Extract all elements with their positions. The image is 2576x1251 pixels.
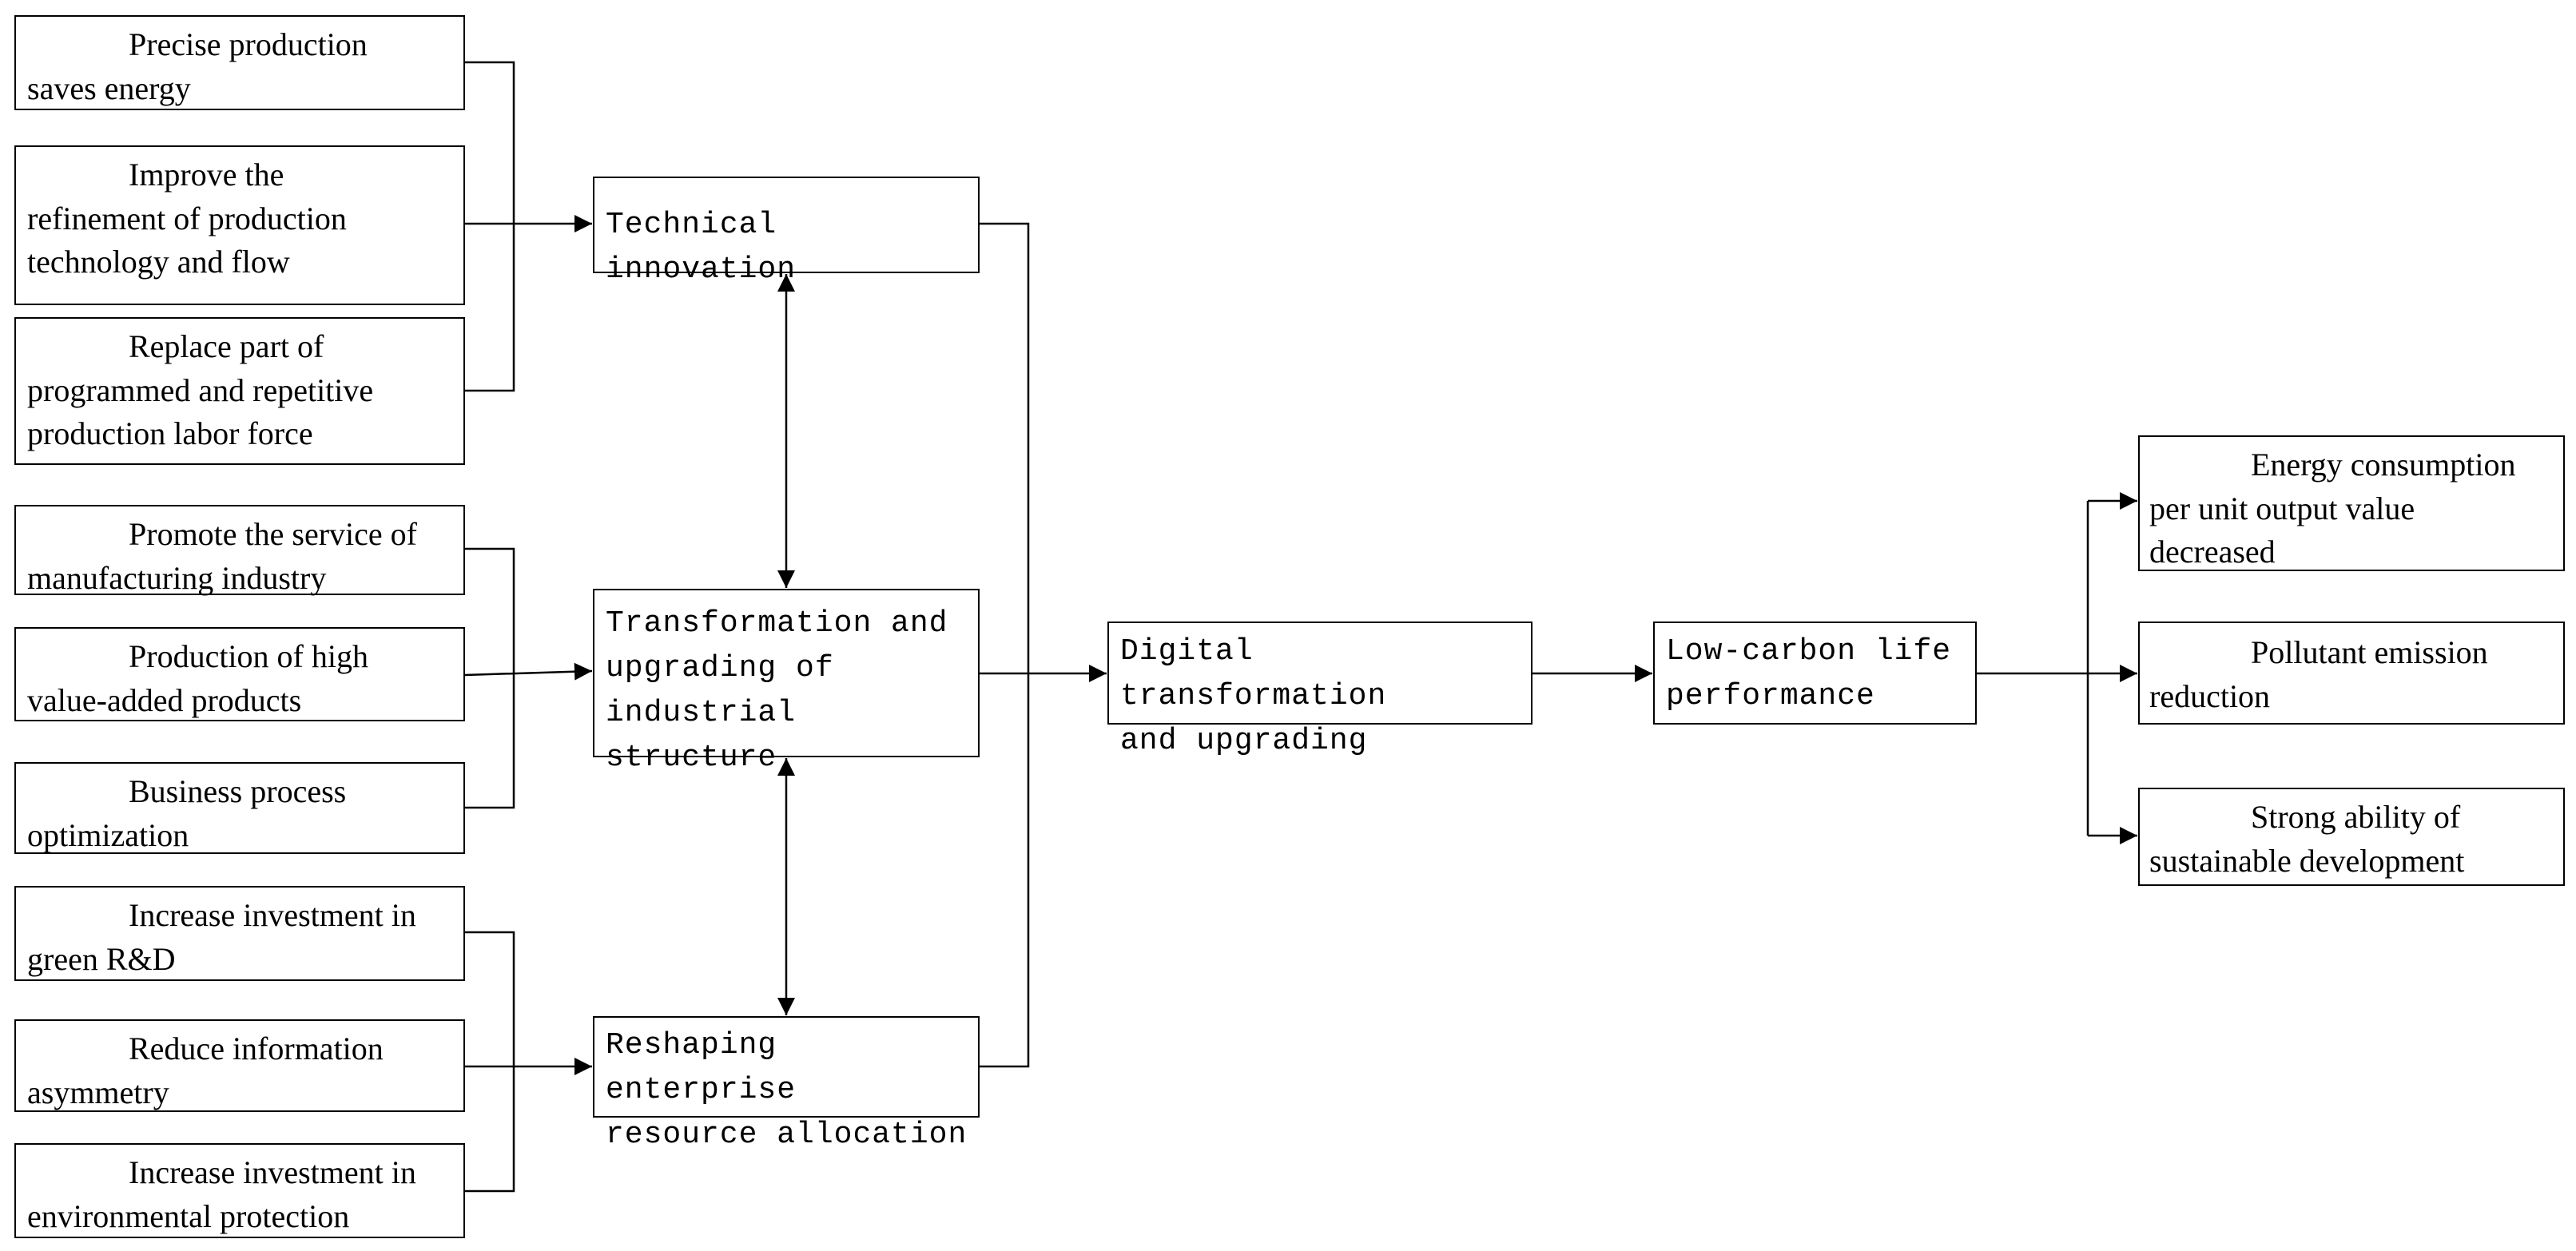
factor-text: Promote the service of manufacturing ind… <box>27 516 417 596</box>
factor-box-process-optimization: Business process optimization <box>14 762 465 854</box>
performance-box-low-carbon: Low-carbon life performance <box>1653 622 1977 725</box>
factor-text: Production of high value-added products <box>27 638 368 718</box>
factor-box-precise-production: Precise production saves energy <box>14 15 465 110</box>
mechanism-box-industrial-structure: Transformation and upgrading of industri… <box>593 589 980 775</box>
outcome-box-energy-consumption: Energy consumption per unit output value… <box>2138 435 2565 571</box>
outcome-box-sustainable-development: Strong ability of sustainable developmen… <box>2138 788 2565 886</box>
core-box-digital-transformation: Digital transformation and upgrading <box>1107 622 1532 758</box>
resource-factors-bracket <box>465 931 515 1193</box>
technical-factors-bracket <box>465 61 515 392</box>
factor-box-green-rd: Increase investment in green R&D <box>14 886 465 981</box>
factor-box-environmental-investment: Increase investment in environmental pro… <box>14 1143 465 1238</box>
factor-box-manufacturing-service: Promote the service of manufacturing ind… <box>14 505 465 596</box>
factor-text: Replace part of programmed and repetitiv… <box>27 328 374 451</box>
factor-text: Reduce information asymmetry <box>27 1031 384 1110</box>
factor-text: Business process optimization <box>27 773 347 853</box>
mechanism-box-resource-allocation: Reshaping enterprise resource allocation <box>593 1016 980 1152</box>
factor-text: Increase investment in green R&D <box>27 897 416 977</box>
outcome-box-pollutant-reduction: Pollutant emission reduction <box>2138 622 2565 725</box>
factor-box-information-asymmetry: Reduce information asymmetry <box>14 1019 465 1112</box>
factor-box-production-refinement: Improve the refinement of production tec… <box>14 145 465 305</box>
mechanism-text: Transformation and upgrading of industri… <box>606 606 948 775</box>
factor-box-replace-labor: Replace part of programmed and repetitiv… <box>14 317 465 465</box>
factor-box-high-value-products: Production of high value-added products <box>14 627 465 721</box>
outcome-text: Strong ability of sustainable developmen… <box>2149 799 2465 879</box>
mechanism-box-technical-innovation: Technical innovation <box>593 177 980 287</box>
factor-text: Increase investment in environmental pro… <box>27 1154 416 1234</box>
structure-factors-arrow <box>464 662 593 681</box>
outcome-text: Energy consumption per unit output value… <box>2149 447 2516 570</box>
mechanism-text: Technical innovation <box>606 208 797 287</box>
structure-factors-bracket <box>465 547 515 809</box>
mechanism-text: Reshaping enterprise resource allocation <box>606 1028 968 1152</box>
outcome-text: Pollutant emission reduction <box>2149 634 2488 714</box>
factor-text: Improve the refinement of production tec… <box>27 157 347 280</box>
core-text: Digital transformation and upgrading <box>1120 634 1387 758</box>
mechanisms-collector-bus <box>980 222 1030 1068</box>
performance-text: Low-carbon life performance <box>1666 634 1952 713</box>
factor-text: Precise production saves energy <box>27 26 368 106</box>
